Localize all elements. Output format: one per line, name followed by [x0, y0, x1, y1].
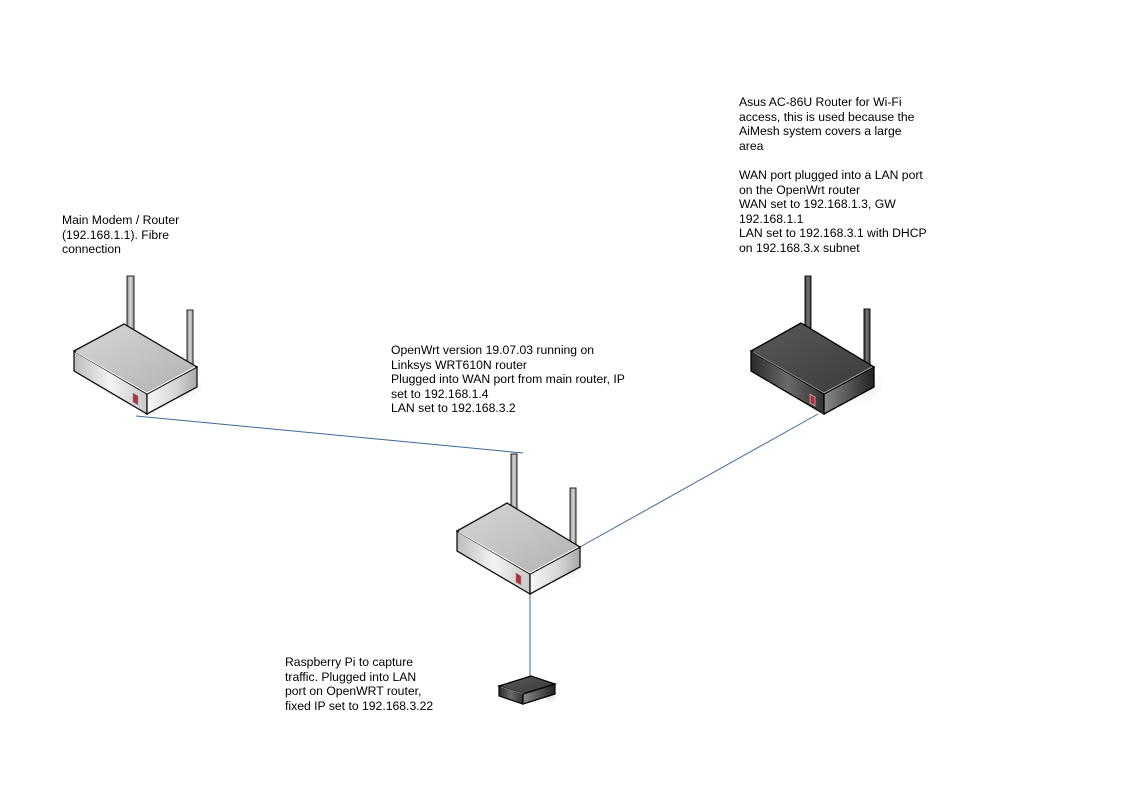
box-side-face [522, 683, 556, 705]
label-line: Main Modem / Router [62, 213, 180, 227]
label-line: Raspberry Pi to capture [285, 655, 414, 669]
label-line: traffic. Plugged into LAN [285, 669, 417, 684]
label-line: access, this is used because the [739, 109, 915, 124]
label-line: Asus AC-86U Router for Wi-Fi [739, 95, 902, 109]
router-side-face [146, 365, 198, 416]
antenna-right [569, 487, 577, 551]
raspberry-pi-icon[interactable] [497, 675, 561, 706]
label-line: area [739, 138, 764, 153]
openwrt-router-icon[interactable] [455, 453, 589, 596]
link-main-to-openwrt [135, 415, 524, 454]
status-led [132, 392, 139, 406]
label-line: AiMesh system covers a large [739, 124, 902, 139]
main-router-icon[interactable] [72, 275, 206, 416]
label-line: (192.168.1.1). Fibre [62, 227, 170, 242]
status-led [809, 393, 816, 407]
router-side-face [823, 365, 875, 416]
label-line: set to 192.168.1.4 [391, 386, 489, 401]
label-line: WAN port plugged into a LAN port [739, 167, 923, 182]
link-openwrt-to-asus [579, 413, 819, 548]
links-layer [135, 413, 819, 676]
label-line [739, 153, 927, 168]
label-line: WAN set to 192.168.1.3, GW [739, 197, 896, 212]
asus-router-icon[interactable] [749, 275, 887, 416]
label-line: fixed IP set to 192.168.3.22 [285, 698, 434, 713]
label-line: LAN set to 192.168.3.2 [391, 401, 516, 416]
router-side-face [529, 545, 581, 596]
label-line: port on OpenWRT router, [285, 684, 422, 699]
label-line: LAN set to 192.168.3.1 with DHCP [739, 226, 927, 241]
label-line: Plugged into WAN port from main router, … [391, 372, 625, 387]
status-led [515, 572, 522, 586]
label-line: on 192.168.3.x subnet [739, 240, 860, 255]
label-line: on the OpenWrt router [739, 182, 861, 197]
label-line: 192.168.1.1 [739, 211, 804, 226]
label-line: Linksys WRT610N router [391, 357, 527, 372]
label-line: connection [62, 242, 121, 257]
label-line: OpenWrt version 19.07.03 running on [391, 343, 595, 357]
